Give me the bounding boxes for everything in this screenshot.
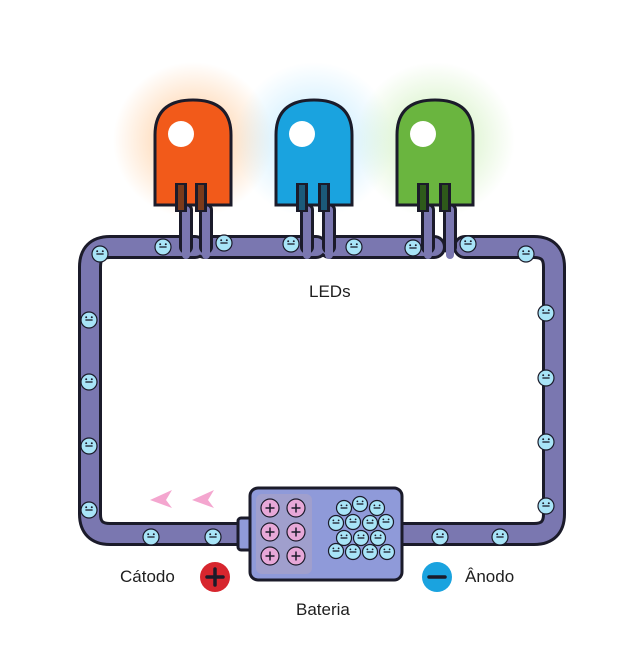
electron [368,499,386,517]
electron [154,238,172,256]
electrons-group [80,234,555,561]
hole [286,498,306,518]
led-green [395,98,475,212]
electron [80,501,98,519]
electron [351,495,369,513]
electron [282,235,300,253]
led-orange-highlight [168,121,194,147]
electron [537,497,555,515]
direction-arrows [150,490,214,508]
hole [286,546,306,566]
hole [286,522,306,542]
leds-label: LEDs [309,282,351,301]
electron [80,373,98,391]
electron [345,238,363,256]
electron [80,311,98,329]
arrow-left-icon [192,490,214,508]
electron [335,529,353,547]
electron [378,543,396,561]
hole [260,522,280,542]
holes-group [260,498,306,566]
wire [78,203,566,546]
electron [352,529,370,547]
battery-label: Bateria [296,600,350,619]
anode-label: Ânodo [465,567,515,586]
electron [459,235,477,253]
electron [142,528,160,546]
electron [344,543,362,561]
electron [517,245,535,263]
led-orange [153,98,233,212]
electron [491,528,509,546]
electron [537,369,555,387]
electron [335,499,353,517]
electron [361,543,379,561]
electron [537,304,555,322]
electron [327,542,345,560]
leds-group [153,98,475,212]
negative-terminal-symbol [422,562,452,592]
electron [369,529,387,547]
electron [537,433,555,451]
electron [215,234,233,252]
led-blue-highlight [289,121,315,147]
electron [377,513,395,531]
electron [361,514,379,532]
electron [80,437,98,455]
positive-terminal-symbol [200,562,230,592]
electron [204,528,222,546]
cathode-label: Cátodo [120,567,175,586]
electron [91,245,109,263]
electron [344,513,362,531]
arrow-left-icon [150,490,172,508]
hole [260,498,280,518]
electron [327,514,345,532]
led-green-highlight [410,121,436,147]
led-blue [274,98,354,212]
lead-stub-fill [182,206,454,259]
hole [260,546,280,566]
electron [404,239,422,257]
electron [431,528,449,546]
